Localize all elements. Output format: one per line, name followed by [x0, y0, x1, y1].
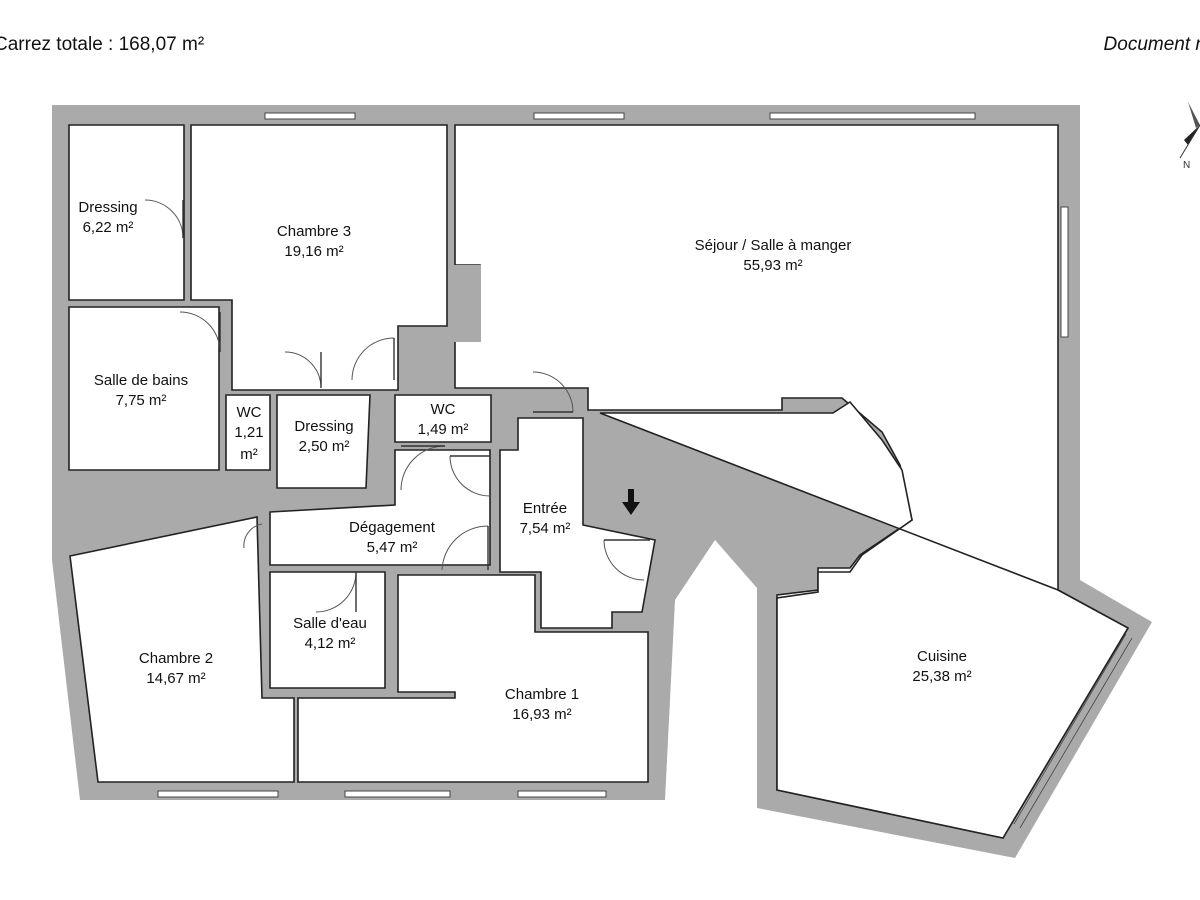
- label-chambre-1-area: 16,93 m²: [512, 706, 571, 723]
- room-degagement: [269, 449, 491, 566]
- label-wc-2-area: 1,49 m²: [418, 421, 469, 438]
- north-arrow-icon: N: [1179, 102, 1200, 171]
- room-dressing-2: [276, 394, 371, 489]
- surface-total: Carrez totale : 168,07 m²: [0, 34, 205, 55]
- label-chambre-3-area: 19,16 m²: [284, 243, 343, 260]
- label-cuisine-area: 25,38 m²: [912, 668, 971, 685]
- label-sejour-name: Séjour / Salle à manger: [695, 237, 852, 254]
- room-dressing-1: [68, 124, 185, 301]
- label-entree-area: 7,54 m²: [520, 520, 571, 537]
- label-chambre-1-name: Chambre 1: [505, 686, 579, 703]
- entrance-arrow-icon: [622, 489, 640, 515]
- room-chambre-1: [297, 574, 649, 783]
- room-entree: [499, 417, 656, 629]
- room-chambre-3: [190, 124, 448, 391]
- room-wc-2: [394, 394, 492, 443]
- label-wc-1-area-2: m²: [240, 446, 258, 463]
- label-degagement-name: Dégagement: [349, 519, 436, 536]
- label-salle-d-eau-area: 4,12 m²: [305, 635, 356, 652]
- label-salle-de-bains-name: Salle de bains: [94, 372, 188, 389]
- label-salle-d-eau-name: Salle d'eau: [293, 615, 367, 632]
- room-chambre-2: [69, 516, 295, 783]
- room-salle-de-bains: [68, 306, 220, 471]
- label-sejour-area: 55,93 m²: [743, 257, 802, 274]
- windows: [157, 112, 1133, 829]
- room-labels: Dressing 6,22 m² Chambre 3 19,16 m² Séjo…: [78, 199, 971, 723]
- wall-pillar: [453, 265, 481, 342]
- compass-north-letter: N: [1183, 160, 1190, 171]
- label-degagement-area: 5,47 m²: [367, 539, 418, 556]
- room-cuisine: [599, 400, 1130, 839]
- label-dressing-1-name: Dressing: [78, 199, 137, 216]
- label-dressing-1-area: 6,22 m²: [83, 219, 134, 236]
- label-dressing-2-name: Dressing: [294, 418, 353, 435]
- label-chambre-2-name: Chambre 2: [139, 650, 213, 667]
- label-wc-1-area-1: 1,21: [234, 424, 263, 441]
- label-cuisine-name: Cuisine: [917, 648, 967, 665]
- label-entree-name: Entrée: [523, 500, 567, 517]
- label-wc-1-name: WC: [237, 404, 262, 421]
- room-wc-1: [225, 394, 271, 471]
- doors: [144, 199, 650, 613]
- label-chambre-3-name: Chambre 3: [277, 223, 351, 240]
- document-note: Document n: [1103, 34, 1200, 55]
- label-chambre-2-area: 14,67 m²: [146, 670, 205, 687]
- label-salle-de-bains-area: 7,75 m²: [116, 392, 167, 409]
- label-wc-2-name: WC: [431, 401, 456, 418]
- label-dressing-2-area: 2,50 m²: [299, 438, 350, 455]
